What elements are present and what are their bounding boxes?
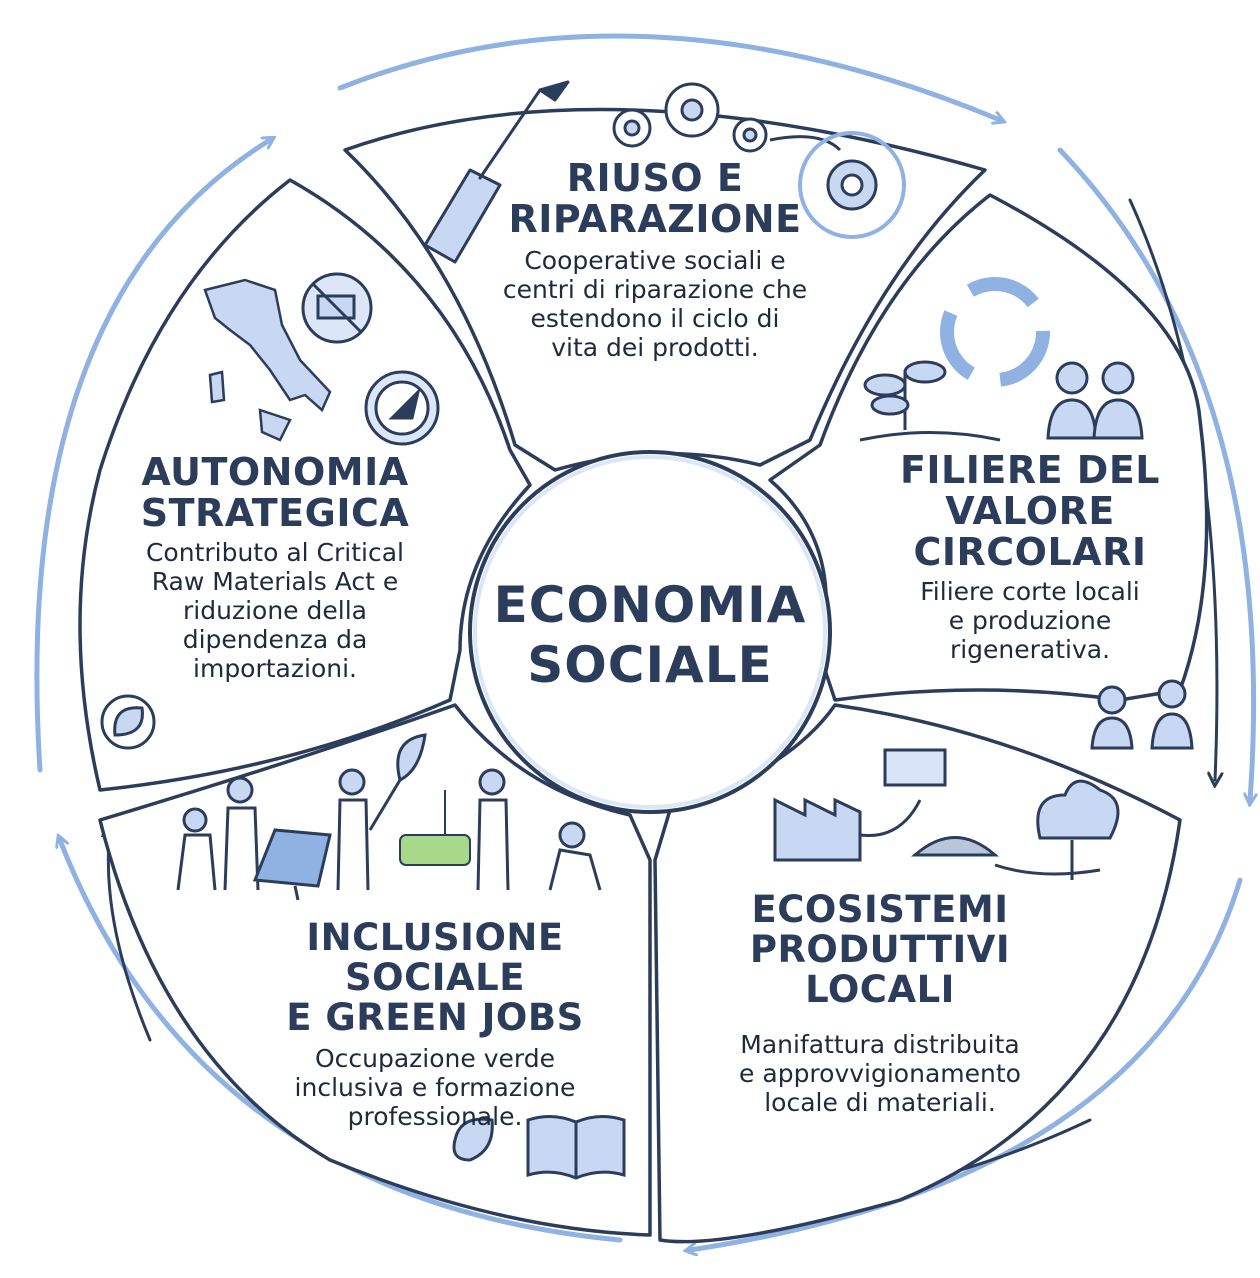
ring-arrow-right	[1057, 147, 1254, 800]
segment-autonomia-outline	[78, 178, 532, 792]
center-title-line1: ECONOMIA	[493, 576, 807, 634]
riuso-desc-line2: centri di riparazione che	[502, 275, 808, 305]
segment-ecosistemi: ECOSISTEMI PRODUTTIVI LOCALI Manifattura…	[670, 890, 1090, 1117]
inclusione-desc-line2: inclusiva e formazione	[294, 1072, 576, 1102]
autonomia-desc-line3: riduzione della	[183, 596, 367, 626]
segment-filiere-outline	[768, 193, 1209, 702]
segment-filiere: FILIERE DEL VALORE CIRCOLARI Filiere cor…	[880, 448, 1180, 665]
people-icon	[1046, 361, 1194, 750]
screwdriver-icon	[423, 80, 570, 264]
compass-icon	[364, 370, 440, 446]
ecosistemi-title-line2: PRODUTTIVI LOCALI	[749, 927, 1011, 1011]
leaf-icon	[100, 694, 494, 1162]
ring-arrow-top	[337, 33, 1000, 120]
tree-icon	[994, 779, 1120, 880]
riuso-title-line2: RIPARAZIONE	[508, 197, 802, 242]
book-icon	[526, 1115, 626, 1180]
filiere-desc-line3: rigenerativa.	[949, 635, 1111, 665]
filiere-title-line2: VALORE	[945, 489, 1115, 534]
filiere-desc-line1: Filiere corte locali	[920, 577, 1140, 607]
filiere-title-line3: CIRCOLARI	[913, 530, 1147, 575]
inclusione-title-line2: E GREEN JOBS	[286, 995, 584, 1039]
riuso-desc-line4: vita dei prodotti.	[551, 333, 759, 363]
riuso-title-line1: RIUSO E	[566, 156, 744, 200]
inclusione-desc-line1: Occupazione verde	[314, 1043, 555, 1073]
factory-icon	[773, 748, 999, 862]
recycle-arrows-icon	[940, 277, 1050, 387]
filiere-desc-line2: e produzione	[948, 606, 1112, 636]
riuso-desc-line3: estendono il ciclo di	[530, 304, 780, 334]
recycle-gear-icon	[798, 131, 906, 239]
center-circle-halo	[473, 455, 827, 809]
autonomia-title-line1: AUTONOMIA	[141, 450, 409, 494]
solar-panel-icon	[252, 828, 332, 901]
ring-arrow-bottom-left	[60, 840, 623, 1243]
inclusione-title-line1: INCLUSIONE SOCIALE	[306, 916, 564, 999]
autonomia-desc-line2: Raw Materials Act e	[151, 567, 399, 597]
segment-inclusione: INCLUSIONE SOCIALE E GREEN JOBS Occupazi…	[225, 918, 645, 1131]
plants-green-icon	[399, 790, 471, 866]
segment-autonomia: AUTONOMIA STRATEGICA Contributo al Criti…	[120, 450, 430, 684]
center-circle	[468, 450, 832, 814]
ecosistemi-desc-line3: locale di materiali.	[764, 1087, 996, 1117]
seedling-icon	[859, 360, 1001, 442]
ecosistemi-desc-line1: Manifattura distribuita	[740, 1029, 1020, 1059]
ring-arrow-bottom-right	[690, 877, 1243, 1250]
center-label: ECONOMIA SOCIALE	[470, 575, 830, 695]
outer-cycle-ring	[34, 33, 1254, 1250]
italy-map-icon	[203, 278, 332, 442]
filiere-title-line1: FILIERE DEL	[899, 448, 1161, 492]
ecosistemi-desc-line2: e approvvigionamento	[739, 1058, 1021, 1088]
inclusione-desc-line3: professionale.	[347, 1101, 523, 1131]
autonomia-desc-line4: dipendenza da	[182, 625, 368, 655]
workers-icon	[176, 733, 602, 891]
no-mining-icon	[301, 272, 373, 344]
autonomia-title-line2: STRATEGICA	[140, 491, 410, 536]
segment-riuso-outline	[343, 107, 987, 472]
ring-arrow-left	[34, 140, 270, 773]
center-title-line2: SOCIALE	[527, 636, 773, 694]
gears-icon	[612, 82, 842, 153]
ecosistemi-title-line1: ECOSISTEMI	[751, 888, 1009, 931]
riuso-desc-line1: Cooperative sociali e	[524, 246, 786, 276]
segment-riuso: RIUSO E RIPARAZIONE Cooperative sociali …	[455, 156, 855, 363]
autonomia-desc-line5: importazioni.	[193, 654, 357, 684]
autonomia-desc-line1: Contributo al Critical	[145, 538, 405, 568]
